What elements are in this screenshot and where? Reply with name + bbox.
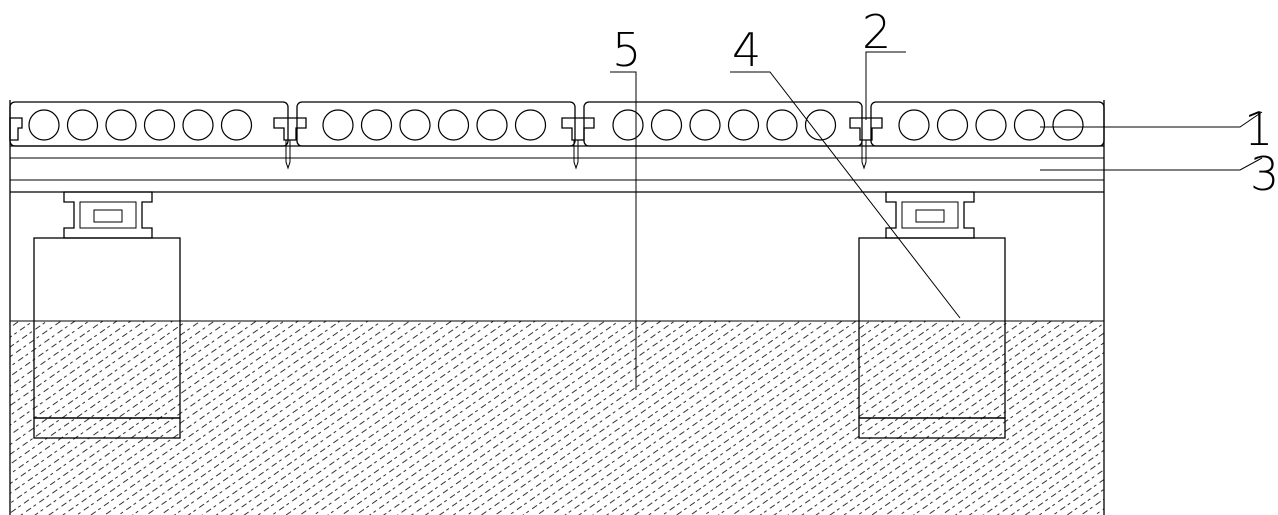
board-hole bbox=[399, 109, 431, 141]
board-hole bbox=[360, 109, 393, 141]
board-hole bbox=[66, 109, 99, 141]
board-hole bbox=[804, 109, 837, 141]
board-hole bbox=[1052, 109, 1084, 141]
board-hole bbox=[650, 109, 683, 141]
joist-bracket bbox=[885, 191, 975, 239]
board-hole bbox=[612, 109, 644, 141]
callout-label-5: 5 bbox=[612, 23, 641, 77]
board-hole bbox=[898, 109, 930, 141]
leader-3 bbox=[1040, 157, 1263, 171]
callout-label-2: 2 bbox=[862, 5, 891, 59]
board-hole bbox=[28, 109, 60, 141]
leader-5 bbox=[610, 71, 637, 390]
board-hole bbox=[322, 109, 354, 141]
t-clip bbox=[561, 117, 595, 170]
leader-1 bbox=[1040, 111, 1263, 128]
fastener-clips bbox=[9, 117, 883, 170]
leader-lines bbox=[610, 51, 1263, 390]
board-hole bbox=[766, 109, 798, 141]
board-hole bbox=[689, 109, 721, 141]
board-hole bbox=[437, 109, 470, 141]
board-hole bbox=[143, 109, 176, 141]
t-clip bbox=[849, 117, 883, 170]
deck-boards bbox=[9, 101, 1105, 147]
leader-2 bbox=[865, 51, 906, 120]
t-clip bbox=[273, 117, 307, 170]
edge-clip bbox=[9, 117, 23, 141]
board-hole bbox=[727, 109, 760, 141]
board-hole bbox=[220, 109, 253, 141]
callout-label-1: 1 bbox=[1244, 102, 1273, 156]
board-hole bbox=[975, 109, 1007, 141]
board-hole bbox=[476, 109, 508, 141]
pier-left bbox=[33, 237, 181, 439]
joist-beam bbox=[10, 145, 1104, 193]
board-hole bbox=[105, 109, 137, 141]
leader-4 bbox=[730, 71, 961, 319]
board-holes bbox=[28, 109, 1084, 141]
pier-right bbox=[858, 237, 1006, 439]
board-hole bbox=[514, 109, 547, 141]
callout-label-3: 3 bbox=[1250, 147, 1278, 201]
board-hole bbox=[1013, 109, 1046, 141]
joist-bracket bbox=[63, 191, 153, 239]
callout-label-4: 4 bbox=[732, 23, 761, 77]
board-hole bbox=[182, 109, 214, 141]
board-hole bbox=[936, 109, 969, 141]
